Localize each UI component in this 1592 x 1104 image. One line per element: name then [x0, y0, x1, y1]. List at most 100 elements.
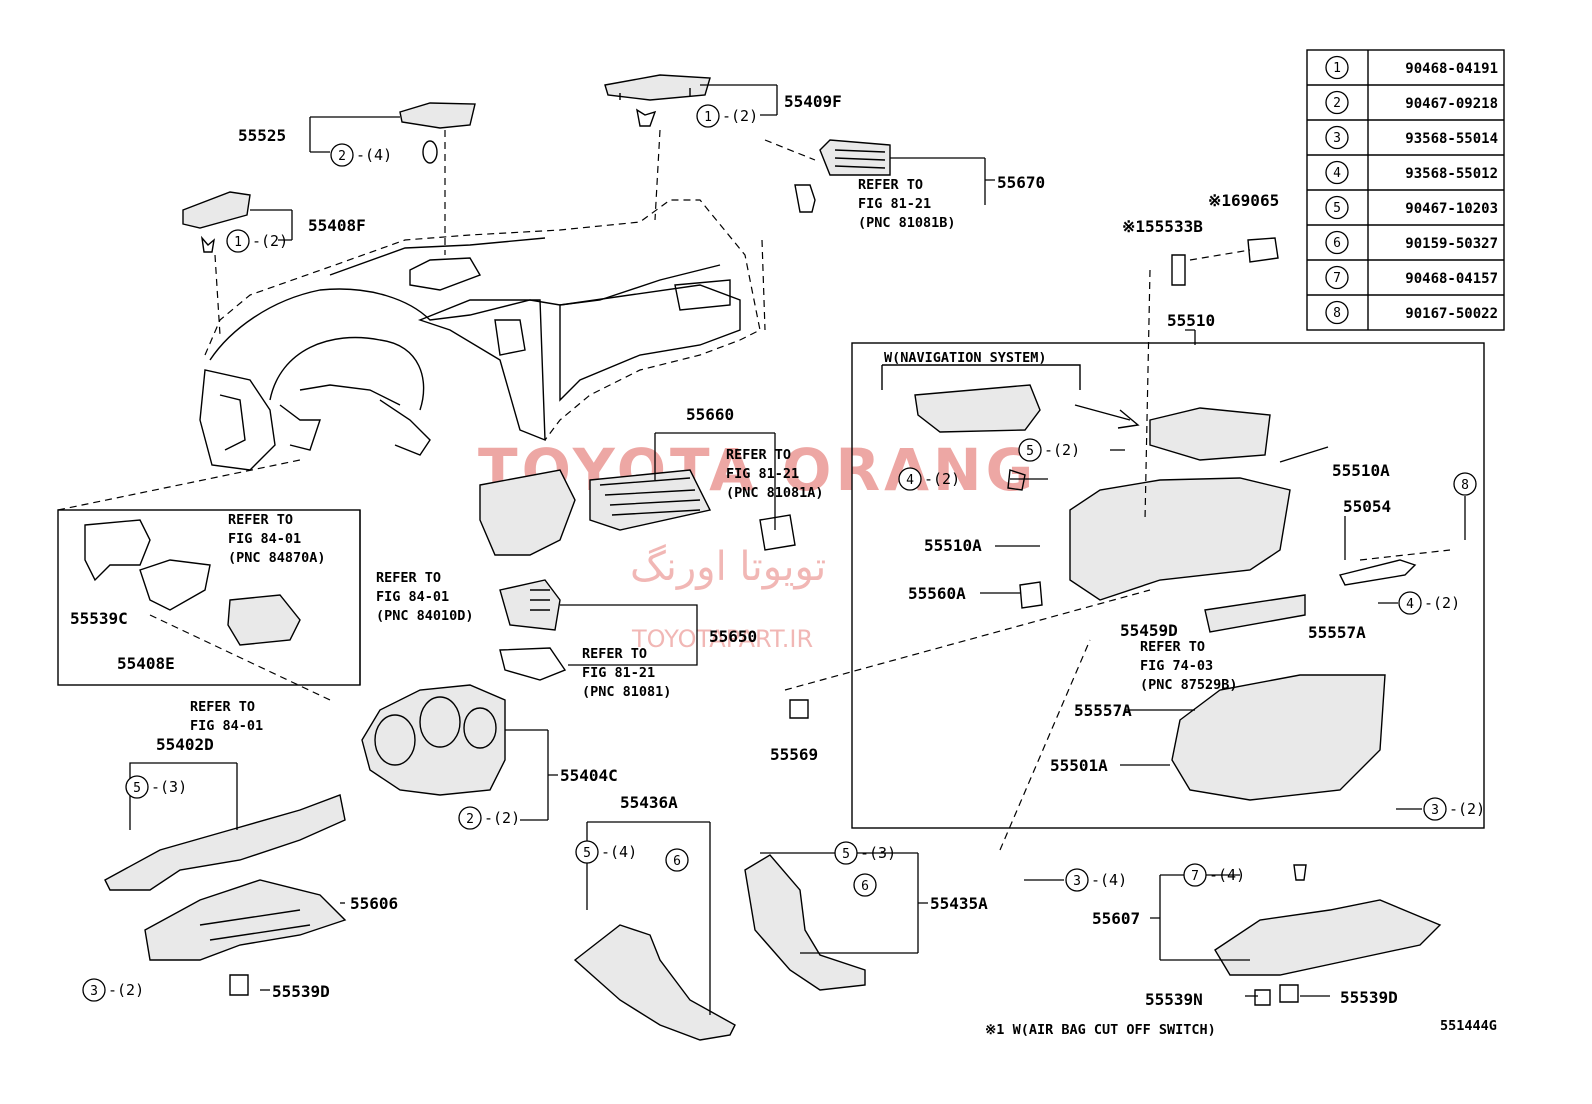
part-55525-drawing [399, 102, 476, 255]
callout-quantity: -(4) [356, 146, 392, 164]
refer-to-line: REFER TO [228, 512, 293, 528]
callout-c55607: 7-(4) [1183, 863, 1245, 887]
callout-circle [1423, 797, 1447, 821]
part-label-p155533B: ※155533B [1122, 217, 1203, 236]
part-55607-drawing [1214, 899, 1442, 976]
part-label-p55557A_left: 55557A [1074, 701, 1132, 720]
callout-quantity: -(3) [151, 778, 187, 796]
label-group: 5552555409F55408F55670556605565055539C55… [70, 92, 1497, 1038]
refer-to-line: FIG 84-01 [190, 718, 263, 734]
part-label-p55606: 55606 [350, 894, 398, 913]
callout-number: 3 [90, 984, 98, 999]
part-label-p55409F: 55409F [784, 92, 842, 111]
callout-c55402D: 5-(3) [125, 775, 187, 799]
refer-to-line: FIG 84-01 [228, 531, 301, 547]
part-label-footnote: ※1 W(AIR BAG CUT OFF SWITCH) [985, 1022, 1216, 1038]
callout-circle [1183, 863, 1207, 887]
callout-circle [1325, 55, 1349, 80]
callout-number: 3 [1073, 874, 1081, 889]
parts-table-row: 4 93568-55012 [1325, 160, 1498, 185]
part-label-p55539N: 55539N [1145, 990, 1203, 1009]
callout-circle [1325, 300, 1349, 325]
part-label-p55408F: 55408F [308, 216, 366, 235]
callout-circle [226, 229, 250, 253]
part-label-p55539D_left: 55539D [272, 982, 330, 1001]
part-clip-drawings [229, 237, 1307, 1006]
callout-circle [125, 775, 149, 799]
part-label-p55650: 55650 [709, 627, 757, 646]
callout-number: 1 [234, 235, 242, 250]
part-label-p55539D_right: 55539D [1340, 988, 1398, 1007]
callout-circle [1065, 868, 1089, 892]
parts-table-part-number: 90468-04191 [1405, 61, 1498, 77]
callout-number: 6 [861, 879, 869, 894]
refer-to-line: REFER TO [726, 447, 791, 463]
callout-number: 5 [583, 846, 591, 861]
part-55404C-drawing [361, 684, 506, 796]
callout-circle [1325, 230, 1349, 255]
callout-quantity: -(2) [1424, 594, 1460, 612]
callout-number: 2 [466, 812, 474, 827]
part-label-p55054: 55054 [1343, 497, 1391, 516]
refer-to-line: REFER TO [190, 699, 255, 715]
refer-to-note: REFER TO FIG 84-01 (PNC 84870A) [228, 512, 326, 566]
part-label-p55607: 55607 [1092, 909, 1140, 928]
parts-table-part-number: 90167-50022 [1405, 306, 1498, 322]
part-55436A-drawing [573, 924, 736, 1041]
callout-circle [1325, 125, 1349, 150]
callout-number: 7 [1191, 869, 1199, 884]
parts-table-num: 1 [1333, 61, 1341, 76]
callout-number: 2 [338, 149, 346, 164]
callout-number: 3 [1431, 803, 1439, 818]
part-55660-drawing [479, 469, 796, 556]
callout-quantity: -(2) [108, 981, 144, 999]
parts-table-part-number: 93568-55012 [1405, 166, 1498, 182]
callout-c_nav4: 4-(2) [898, 467, 960, 491]
callout-c_b3: 3-(4) [1065, 868, 1127, 892]
parts-table-row: 1 90468-04191 [1325, 55, 1498, 80]
callout-c_nav5: 5-(2) [1018, 438, 1080, 462]
parts-table-part-number: 90467-09218 [1405, 96, 1498, 112]
glove-box-frame [851, 342, 1485, 829]
parts-table-num: 4 [1333, 166, 1341, 181]
callout-quantity: -(2) [484, 809, 520, 827]
watermark-site: TOYOTAPART.IR [631, 625, 813, 653]
part-55408F-drawing [182, 191, 251, 336]
refer-to-line: (PNC 81081A) [726, 485, 824, 501]
part-55650-drawing [499, 579, 567, 681]
callout-circle [1398, 591, 1422, 615]
callout-circle [898, 467, 922, 491]
refer-to-line: (PNC 84870A) [228, 550, 326, 566]
parts-table-num: 6 [1333, 236, 1341, 251]
instrument-panel-drawing [199, 199, 761, 471]
part-55435A-drawing [744, 854, 866, 991]
part-label-p55560A: 55560A [908, 584, 966, 603]
parts-table-num: 3 [1333, 131, 1341, 146]
part-55606-drawing [144, 879, 347, 961]
callout-c55606_3: 3 -(2) [82, 978, 144, 1002]
callout-number: 6 [673, 854, 681, 869]
refer-to-line: (PNC 81081B) [858, 215, 956, 231]
refer-to-line: FIG 74-03 [1140, 658, 1213, 674]
part-label-p55501A: 55501A [1050, 756, 1108, 775]
part-label-p55510A_left: 55510A [924, 536, 982, 555]
parts-table-num: 7 [1333, 271, 1341, 286]
callout-circle [1325, 265, 1349, 290]
callout-circle [82, 978, 106, 1002]
callout-circle [853, 873, 877, 897]
part-label-p55404C: 55404C [560, 766, 618, 785]
refer-to-line: REFER TO [858, 177, 923, 193]
refer-to-line: (PNC 81081) [582, 684, 671, 700]
part-label-p55408E: 55408E [117, 654, 175, 673]
callout-circle [696, 104, 720, 128]
callout-quantity: -(2) [252, 232, 288, 250]
